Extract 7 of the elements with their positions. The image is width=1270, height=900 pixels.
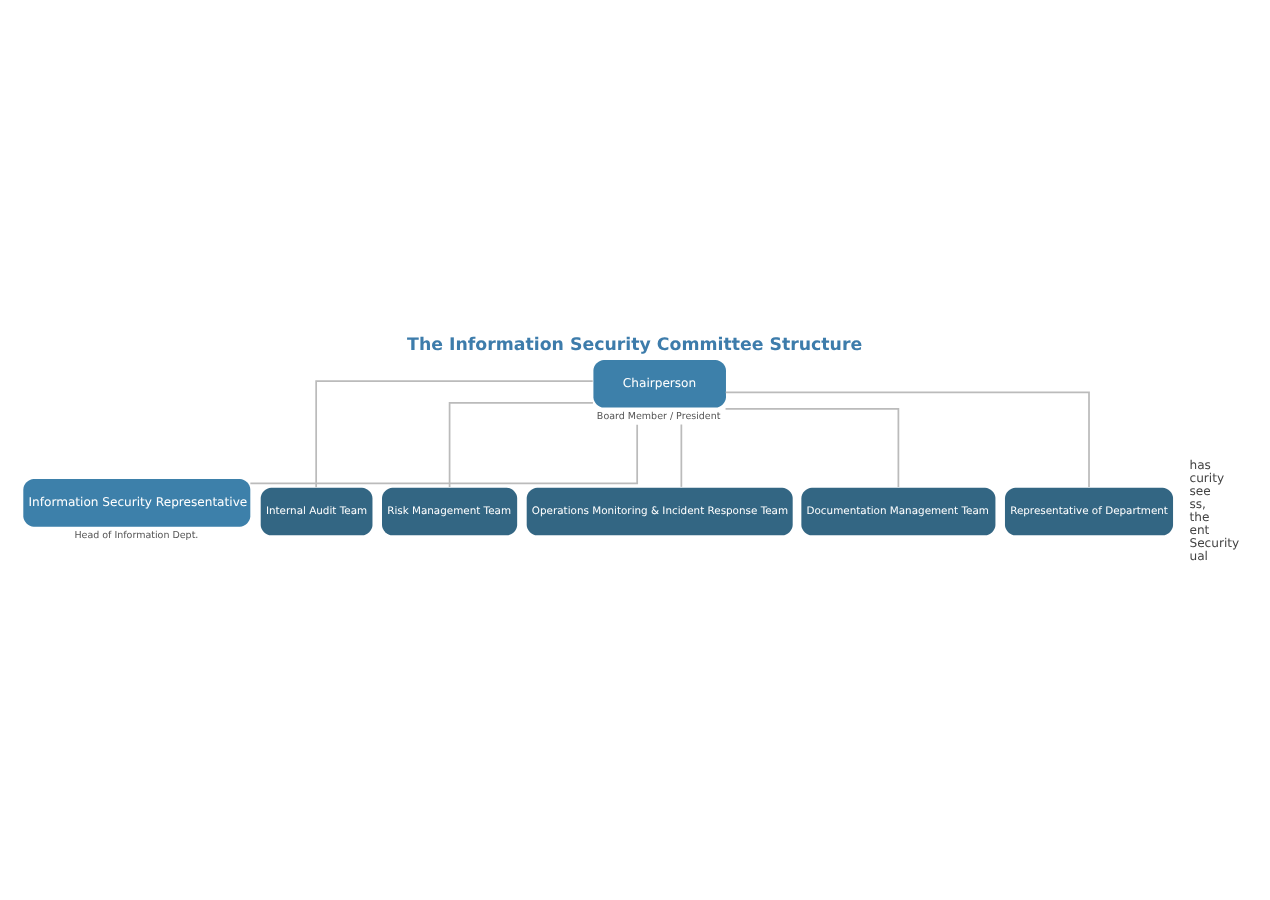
connector: [724, 407, 900, 488]
connector: [249, 423, 639, 485]
connector: [724, 391, 1090, 488]
connector: [448, 401, 594, 488]
connector: [680, 423, 683, 488]
connector: [315, 380, 594, 489]
diagram-title: The Information Security Committee Structure: [407, 335, 863, 356]
